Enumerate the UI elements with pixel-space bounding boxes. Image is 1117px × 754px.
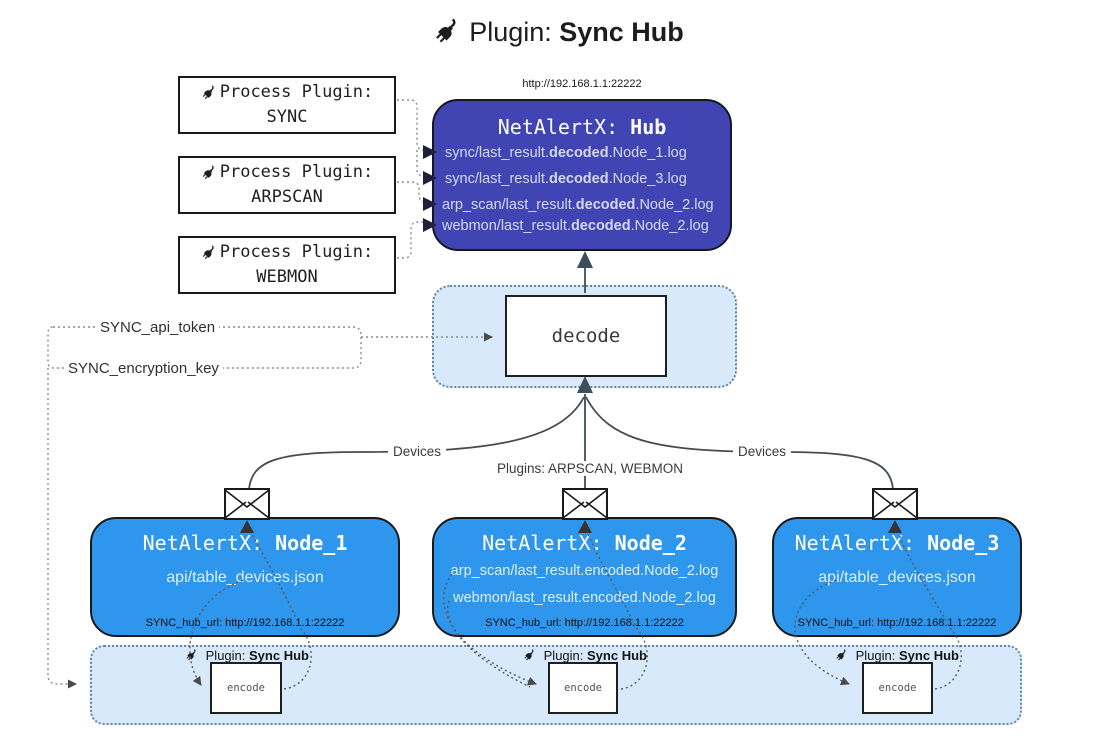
process-plugin-connectors bbox=[397, 99, 427, 259]
encode-plugin-label: Plugin: Sync Hub bbox=[812, 648, 982, 663]
encode-box-2: encode bbox=[548, 662, 618, 714]
hub-log-line: sync/last_result.decoded.Node_1.log bbox=[445, 145, 687, 161]
node-file: arp_scan/last_result.encoded.Node_2.log bbox=[450, 563, 719, 579]
process-plugin-box-sync: Process Plugin: SYNC bbox=[178, 76, 396, 134]
node-file: api/table_devices.json bbox=[166, 569, 324, 586]
plug-icon bbox=[202, 165, 214, 179]
node-file: api/table_devices.json bbox=[818, 569, 976, 586]
encode-plugin-label: Plugin: Sync Hub bbox=[500, 648, 670, 663]
process-plugin-label: Process Plugin: bbox=[219, 162, 374, 182]
plugins-edge-label: Plugins: ARPSCAN, WEBMON bbox=[492, 461, 689, 476]
encode-plugin-label: Plugin: Sync Hub bbox=[162, 648, 332, 663]
process-plugin-box-arpscan: Process Plugin: ARPSCAN bbox=[178, 156, 396, 214]
node-sync-hub-url: SYNC_hub_url: http://192.168.1.1:22222 bbox=[145, 617, 345, 629]
sync-api-token-label: SYNC_api_token bbox=[96, 319, 220, 336]
node-sync-hub-url: SYNC_hub_url: http://192.168.1.1:22222 bbox=[485, 617, 684, 629]
sync-encryption-key-label: SYNC_encryption_key bbox=[64, 360, 223, 377]
plug-icon bbox=[436, 18, 456, 43]
node-file: webmon/last_result.encoded.Node_2.log bbox=[453, 590, 716, 606]
hub-url-label: http://192.168.1.1:22222 bbox=[522, 78, 642, 90]
encode-box-1: encode bbox=[210, 662, 282, 714]
process-plugin-name: WEBMON bbox=[256, 267, 318, 287]
envelope-icon bbox=[872, 488, 918, 520]
node-box-2: NetAlertX: Node_2 arp_scan/last_result.e… bbox=[432, 517, 737, 637]
plug-icon bbox=[202, 85, 214, 99]
process-plugin-box-webmon: Process Plugin: WEBMON bbox=[178, 236, 396, 294]
hub-log-line: sync/last_result.decoded.Node_3.log bbox=[445, 171, 687, 187]
devices-label-left: Devices bbox=[388, 444, 447, 459]
node-sync-hub-url: SYNC_hub_url: http://192.168.1.1:22222 bbox=[797, 617, 997, 629]
hub-log-line: webmon/last_result.decoded.Node_2.log bbox=[442, 218, 709, 234]
devices-label-right: Devices bbox=[733, 444, 792, 459]
node-title: NetAlertX: Node_2 bbox=[482, 531, 687, 555]
envelope-icon bbox=[562, 488, 608, 520]
node-box-1: NetAlertX: Node_1 api/table_devices.json… bbox=[90, 517, 400, 637]
process-plugin-label: Process Plugin: bbox=[219, 242, 374, 262]
process-plugin-name: SYNC bbox=[266, 107, 308, 127]
envelope-icon bbox=[224, 488, 270, 520]
plug-icon bbox=[202, 245, 214, 259]
process-plugin-name: ARPSCAN bbox=[251, 187, 323, 207]
page-title: Plugin: Sync Hub bbox=[0, 16, 1117, 48]
plug-icon bbox=[186, 649, 196, 661]
encode-box-3: encode bbox=[862, 662, 933, 714]
decode-box: decode bbox=[505, 295, 667, 377]
node-title: NetAlertX: Node_3 bbox=[794, 531, 1000, 555]
hub-log-line: arp_scan/last_result.decoded.Node_2.log bbox=[442, 197, 714, 213]
plug-icon bbox=[524, 649, 534, 661]
hub-title: NetAlertX: Hub bbox=[497, 115, 667, 139]
process-plugin-label: Process Plugin: bbox=[219, 82, 374, 102]
hub-box: NetAlertX: Hub sync/last_result.decoded.… bbox=[432, 99, 732, 251]
envelope-icons bbox=[224, 488, 918, 520]
plug-icon bbox=[836, 649, 846, 661]
node-title: NetAlertX: Node_1 bbox=[142, 531, 348, 555]
node-box-3: NetAlertX: Node_3 api/table_devices.json… bbox=[772, 517, 1022, 637]
